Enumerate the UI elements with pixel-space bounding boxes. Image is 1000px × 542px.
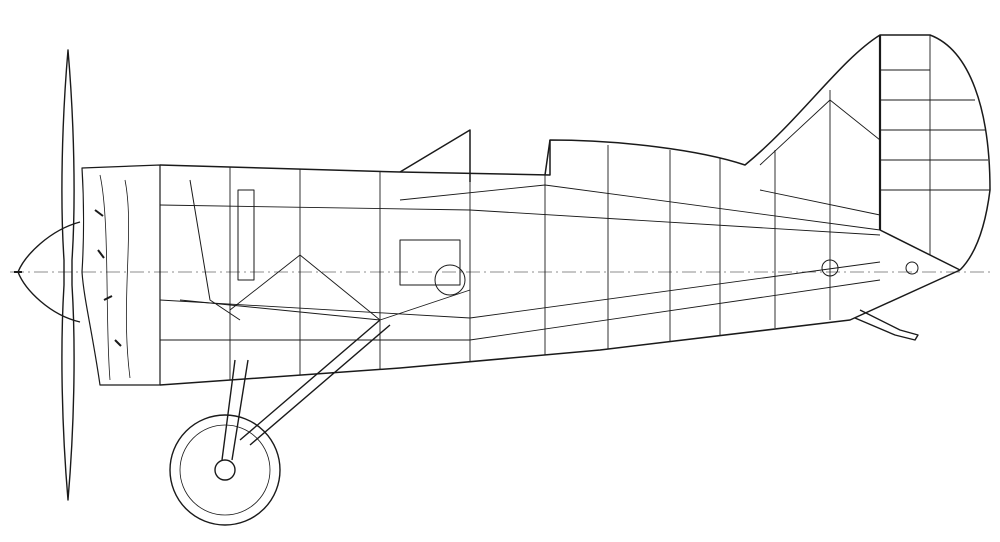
windscreen [399, 129, 471, 182]
wheel [169, 414, 281, 526]
tail-skid [854, 309, 919, 341]
fuselage-frames [159, 35, 990, 380]
landing-gear [169, 319, 391, 526]
internal-equipment [179, 179, 919, 321]
engine-cowling [81, 164, 161, 386]
propeller [14, 49, 81, 501]
fuselage [159, 34, 991, 386]
